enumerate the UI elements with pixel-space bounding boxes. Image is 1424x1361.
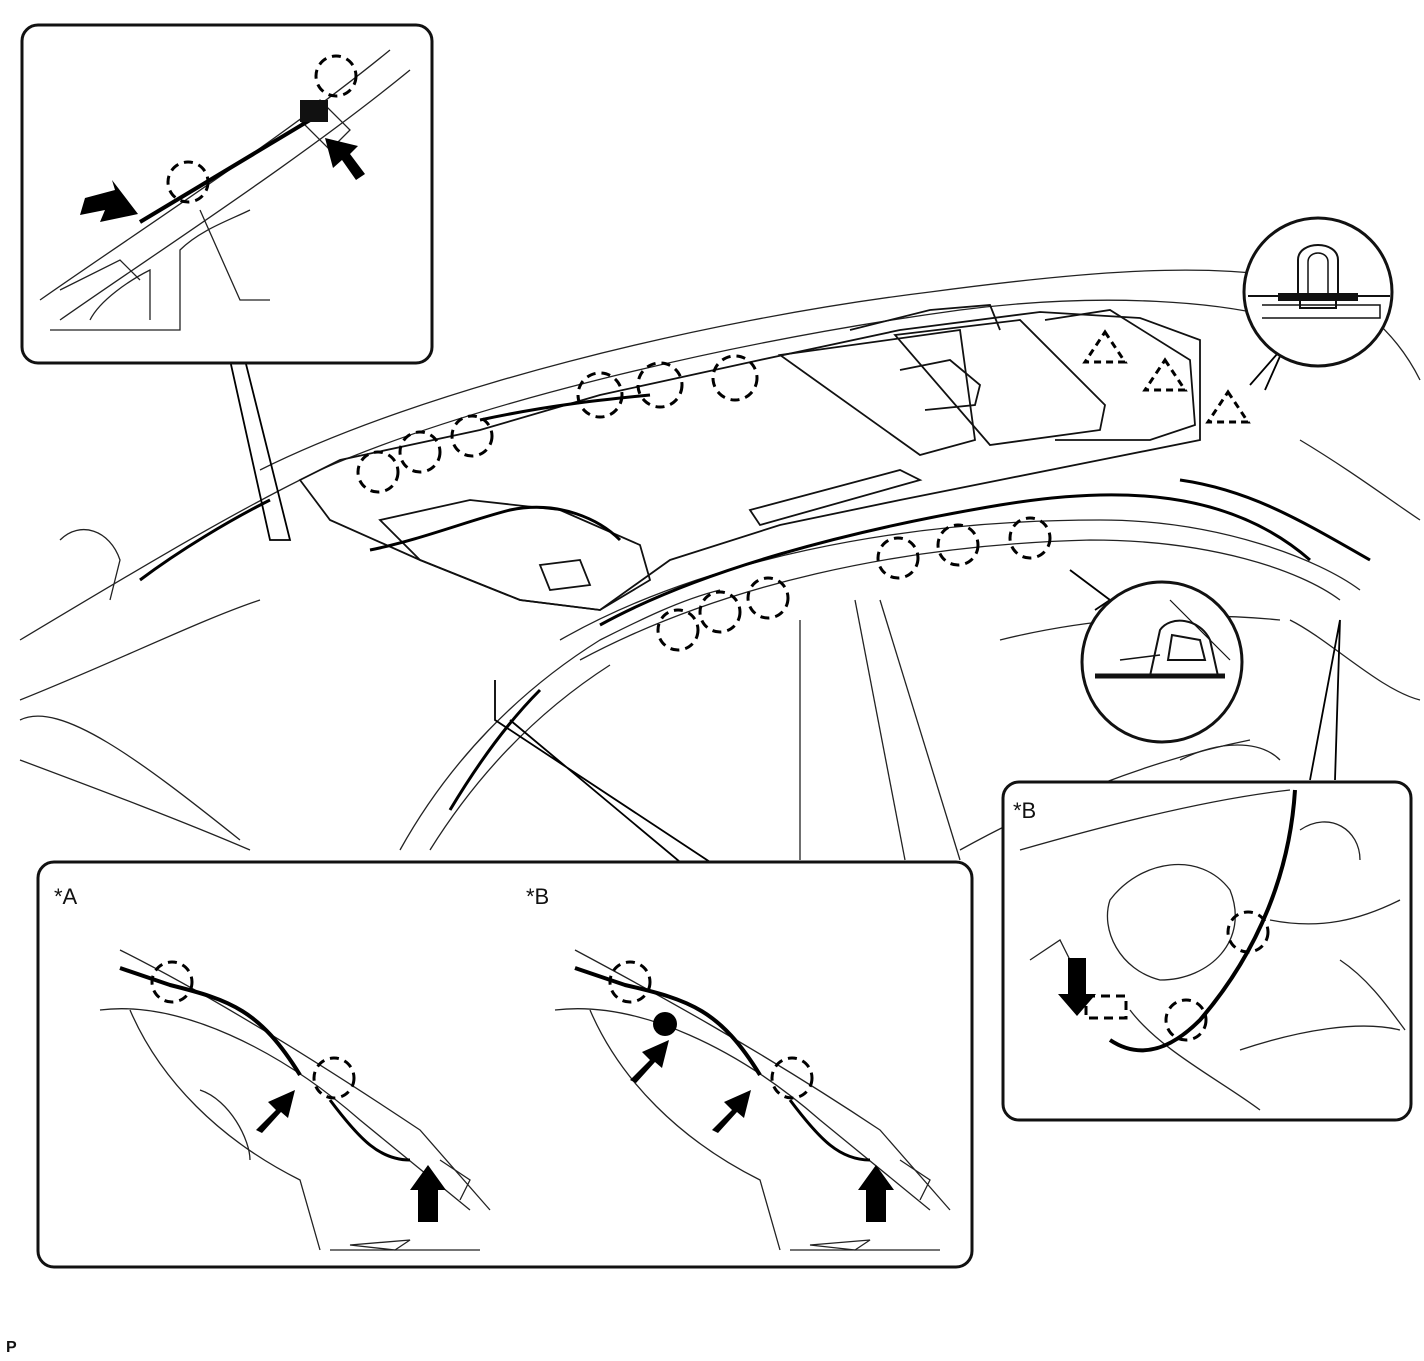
arrow-icon: [256, 1090, 295, 1133]
detail-box-front-pillar: [20, 23, 434, 365]
pin-icon: [1142, 357, 1188, 392]
side-wire: [1108, 789, 1297, 1053]
arrow-icon: [410, 1165, 446, 1222]
clip-icon: [150, 960, 194, 1004]
pillar-a-wire: [119, 966, 302, 1077]
arrow-icon: [858, 1165, 894, 1222]
clip-markers-main: [356, 354, 1052, 652]
page-marker: P: [6, 1339, 17, 1356]
clip-icon: [876, 536, 920, 580]
claw-icon: [300, 100, 328, 122]
arrow-icon: [1058, 958, 1096, 1016]
grommet-icon: [653, 1012, 677, 1036]
pillar-b-wire: [574, 966, 762, 1077]
side-detail-box-b: [1001, 780, 1413, 1122]
claw-icon: [1084, 994, 1128, 1020]
clip-icon: [450, 414, 494, 458]
clip-icon: [1008, 516, 1052, 560]
detail-b-label: *B: [526, 884, 550, 909]
clip-icon: [166, 160, 210, 204]
pin-markers: [1082, 329, 1251, 424]
pin-icon: [1205, 389, 1251, 424]
clip-section-detail: [1080, 580, 1244, 744]
clip-icon: [312, 1056, 356, 1100]
clip-icon: [656, 608, 700, 652]
clip-icon: [314, 54, 358, 98]
clip-icon: [1164, 998, 1208, 1042]
clip-icon: [1226, 910, 1270, 954]
roof-headliner: [298, 304, 1201, 611]
clip-icon: [698, 590, 742, 634]
arrow-icon: [630, 1040, 669, 1083]
detail-box-pillar-ab: [36, 860, 974, 1269]
clip-icon: [576, 371, 624, 419]
clip-icon: [770, 1056, 814, 1100]
roof-wire-harness: [139, 393, 1371, 811]
front-pillar-wire: [138, 118, 312, 224]
clip-icon: [356, 450, 400, 494]
pin-icon: [1082, 329, 1128, 364]
clip-icon: [608, 960, 652, 1004]
detail-a-label: *A: [54, 884, 78, 909]
clip-icon: [746, 576, 790, 620]
arrow-icon: [325, 138, 365, 180]
clip-icon: [398, 430, 442, 474]
side-detail-b-label: *B: [1013, 798, 1037, 823]
clip-icon: [636, 361, 684, 409]
clip-icon: [711, 354, 759, 402]
pin-section-detail: [1242, 216, 1394, 368]
arrow-icon: [80, 180, 138, 222]
clip-icon: [936, 523, 980, 567]
arrow-icon: [712, 1090, 751, 1133]
